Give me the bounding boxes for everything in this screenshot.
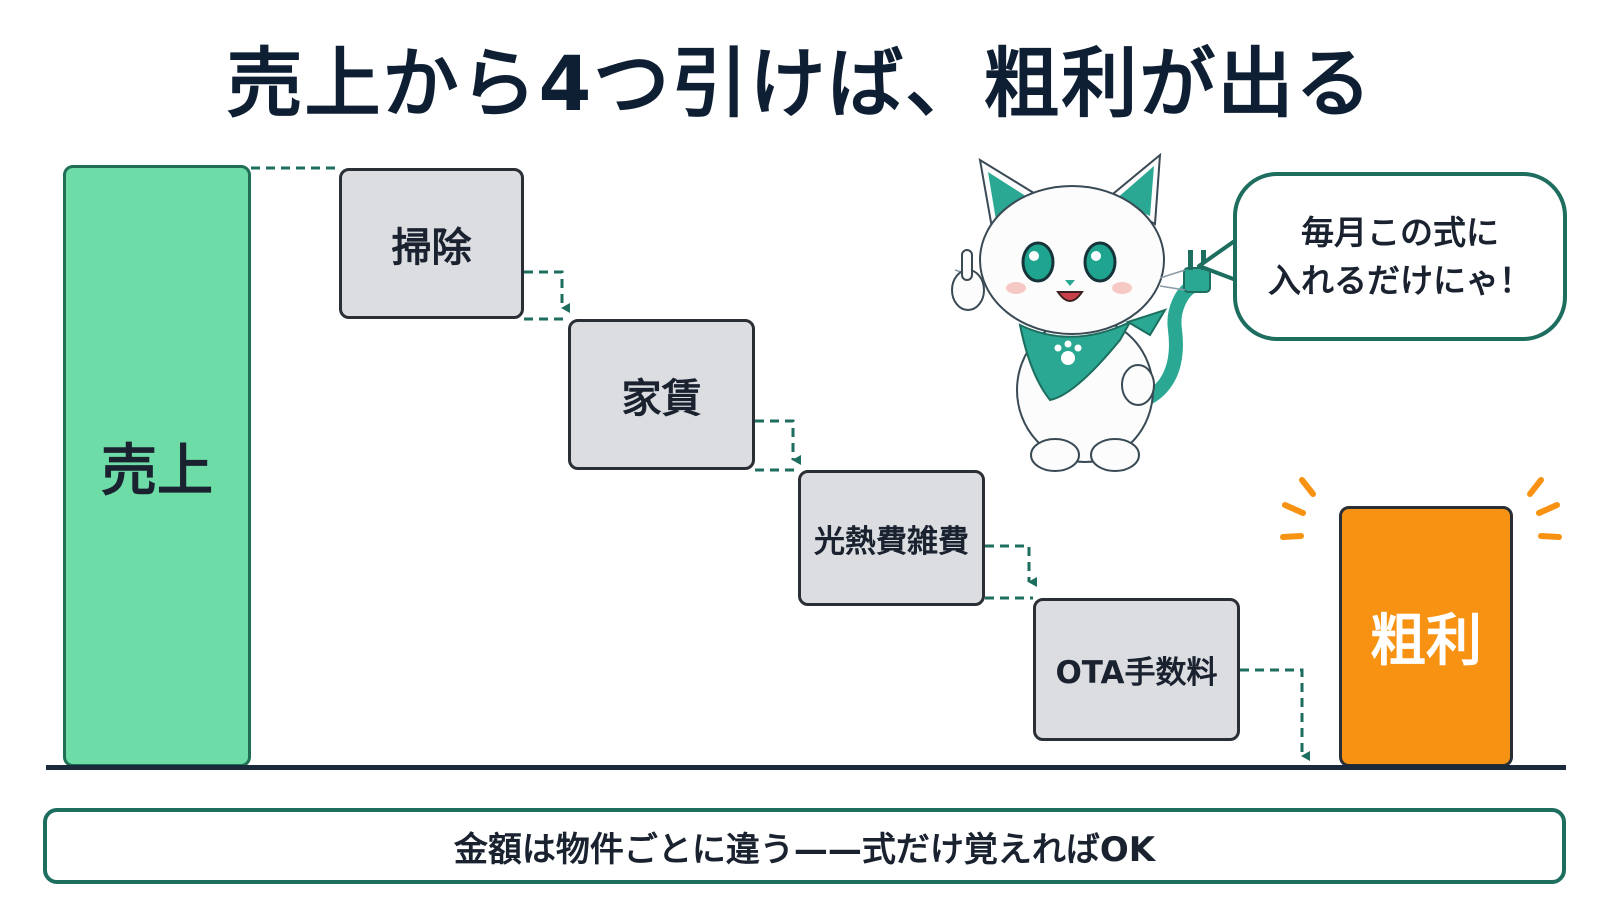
cost-box-utilities: 光熱費雑費 (798, 470, 985, 606)
speech-bubble: 毎月この式に 入れるだけにゃ！ (1233, 172, 1567, 341)
cost-box-ota-fee: OTA手数料 (1033, 598, 1240, 741)
cost-box-rent: 家賃 (568, 319, 755, 470)
connector-rent-to-utilities (755, 419, 801, 465)
white-cat-mascot-icon (951, 152, 1211, 472)
sales-bar: 売上 (63, 165, 251, 767)
connector-ota-to-profit (1240, 668, 1310, 761)
footer-note: 金額は物件ごとに違う——式だけ覚えればOK (43, 808, 1566, 884)
cost-box-cleaning: 掃除 (339, 168, 524, 319)
speech-line-2: 入れるだけにゃ！ (1268, 260, 1532, 300)
slide-title: 売上から4つ引けば、粗利が出る (226, 39, 1374, 128)
baseline (46, 765, 1566, 770)
connector-utilities-to-ota (985, 544, 1037, 587)
connector-cleaning-to-rent (524, 270, 570, 313)
speech-line-1: 毎月この式に (1301, 212, 1499, 252)
profit-bar: 粗利 (1339, 506, 1513, 767)
